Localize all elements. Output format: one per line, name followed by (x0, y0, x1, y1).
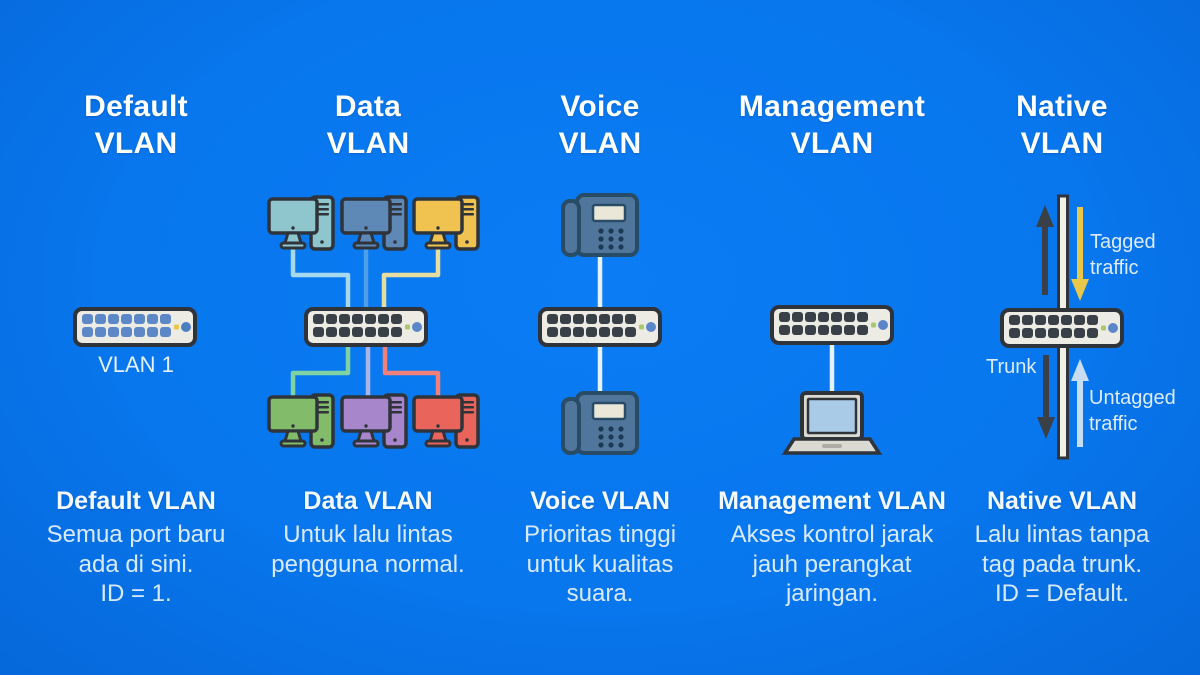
column-header-management: Management VLAN (738, 90, 926, 160)
desktop-computer-icon (412, 195, 480, 251)
desktop-computer-icon (340, 195, 408, 251)
arrow-down-icon (1071, 207, 1089, 301)
column-title-native: Native VLAN (986, 487, 1138, 515)
management-vlan-topology (770, 305, 894, 455)
tagged-traffic-label: Tagged traffic (1090, 231, 1156, 279)
desktop-computer-icon (340, 393, 408, 449)
column-description-default: Semua port baru ada di sini. ID = 1. (46, 521, 226, 607)
column-title-default: Default VLAN (56, 487, 216, 515)
arrow-down-icon (1037, 355, 1055, 439)
column-description-voice: Prioritas tinggi untuk kualitas suara. (523, 521, 677, 607)
desktop-computer-icon (412, 393, 480, 449)
column-title-data: Data VLAN (303, 487, 433, 515)
network-switch-icon (73, 307, 197, 347)
vlan1-caption: VLAN 1 (98, 352, 174, 377)
ip-phone-icon (561, 193, 639, 257)
desktop-computer-icon (267, 393, 335, 449)
column-header-data: Data VLAN (326, 90, 410, 160)
column-header-native: Native VLAN (1016, 90, 1108, 160)
trunk-label: Trunk (986, 356, 1037, 378)
laptop-icon (783, 391, 881, 455)
arrow-up-icon (1036, 205, 1054, 295)
native-vlan-trunk (1000, 194, 1124, 460)
network-switch-icon (538, 307, 662, 347)
column-description-management: Akses kontrol jarak jauh perangkat jarin… (730, 521, 934, 607)
arrow-up-icon (1071, 359, 1089, 447)
network-switch-icon (770, 305, 894, 345)
column-title-voice: Voice VLAN (530, 487, 670, 515)
column-description-native: Lalu lintas tanpa tag pada trunk. ID = D… (974, 521, 1150, 607)
network-switch-icon (304, 307, 428, 347)
ip-phone-icon (561, 391, 639, 455)
untagged-traffic-label: Untagged traffic (1089, 387, 1176, 435)
network-switch-icon (1000, 308, 1124, 348)
patch-cables (290, 249, 441, 399)
column-header-default: Default VLAN (84, 90, 188, 160)
column-title-management: Management VLAN (718, 487, 946, 515)
column-description-data: Untuk lalu lintas pengguna normal. (271, 521, 465, 578)
column-header-voice: Voice VLAN (558, 90, 642, 160)
voice-vlan-topology (538, 193, 662, 455)
data-vlan-topology (267, 195, 480, 449)
desktop-computer-icon (267, 195, 335, 251)
